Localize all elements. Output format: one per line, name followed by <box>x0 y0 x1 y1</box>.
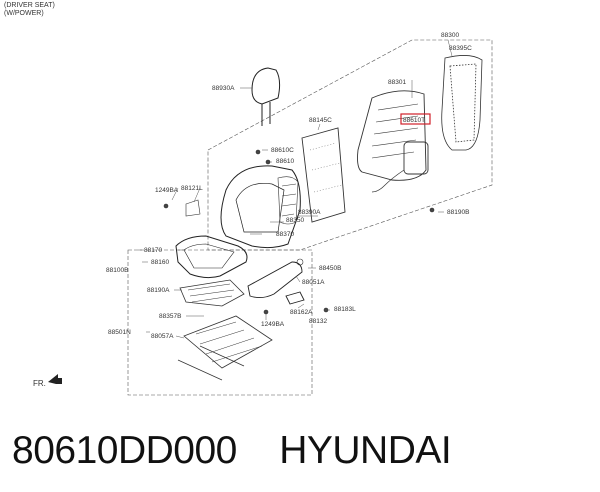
label-88390a: 88390A <box>298 209 321 216</box>
seat-track <box>177 315 273 381</box>
label-88301: 88301 <box>388 79 406 86</box>
label-88501n: 88501N <box>108 329 131 336</box>
label-1249ba-upper: 1249BA <box>155 187 179 194</box>
label-88190b: 88190B <box>447 209 469 216</box>
label-88190a: 88190A <box>147 287 170 294</box>
label-88930a: 88930A <box>212 85 235 92</box>
label-88132: 88132 <box>309 318 327 325</box>
label-88610c: 88610C <box>271 147 294 154</box>
seat-exploded-diagram: 88300 88395C 88301 88610T 88930A 88145C … <box>48 32 493 396</box>
front-arrow-icon <box>48 374 62 384</box>
label-88370: 88370 <box>276 231 294 238</box>
diagram-caption-seat: (DRIVER SEAT) <box>4 2 55 9</box>
label-88357b: 88357B <box>159 313 181 320</box>
side-shield <box>247 261 305 305</box>
fasteners <box>163 149 435 315</box>
part-number: 80610DD000 <box>12 429 237 472</box>
cushion-pan <box>179 279 245 307</box>
headrest <box>251 67 281 126</box>
back-springs <box>277 176 299 225</box>
assembly-frame <box>127 39 493 396</box>
label-88145c: 88145C <box>309 117 332 124</box>
label-88051a: 88051A <box>302 279 325 286</box>
label-88170: 88170 <box>144 247 162 254</box>
label-88610: 88610 <box>276 158 294 165</box>
brand-name: HYUNDAI <box>279 429 452 472</box>
leader-lines <box>138 39 453 339</box>
label-88183l: 88183L <box>334 306 356 313</box>
part-labels: 88300 88395C 88301 88610T 88930A 88145C … <box>106 32 472 340</box>
diagram-caption-option: (W/POWER) <box>4 10 44 17</box>
label-88300: 88300 <box>441 32 459 39</box>
seat-back-frame <box>441 55 483 151</box>
seat-back-pad <box>357 90 427 181</box>
label-88350: 88350 <box>286 217 304 224</box>
label-1249ba-lower: 1249BA <box>261 321 285 328</box>
lumbar-module <box>371 141 429 193</box>
label-88395c: 88395C <box>449 45 472 52</box>
label-88100b: 88100B <box>106 267 128 274</box>
seat-back-board <box>301 127 346 223</box>
seat-cushion <box>175 235 248 279</box>
label-88121l: 88121L <box>181 185 203 192</box>
label-88057a: 88057A <box>151 333 174 340</box>
label-88162a: 88162A <box>290 309 313 316</box>
caption-bar: 80610DD000 HYUNDAI <box>12 428 592 478</box>
label-88610t: 88610T <box>403 117 425 124</box>
label-88450b: 88450B <box>319 265 341 272</box>
label-88160: 88160 <box>151 259 169 266</box>
highlight-box <box>400 113 431 125</box>
front-direction-label: FR. <box>33 379 46 388</box>
